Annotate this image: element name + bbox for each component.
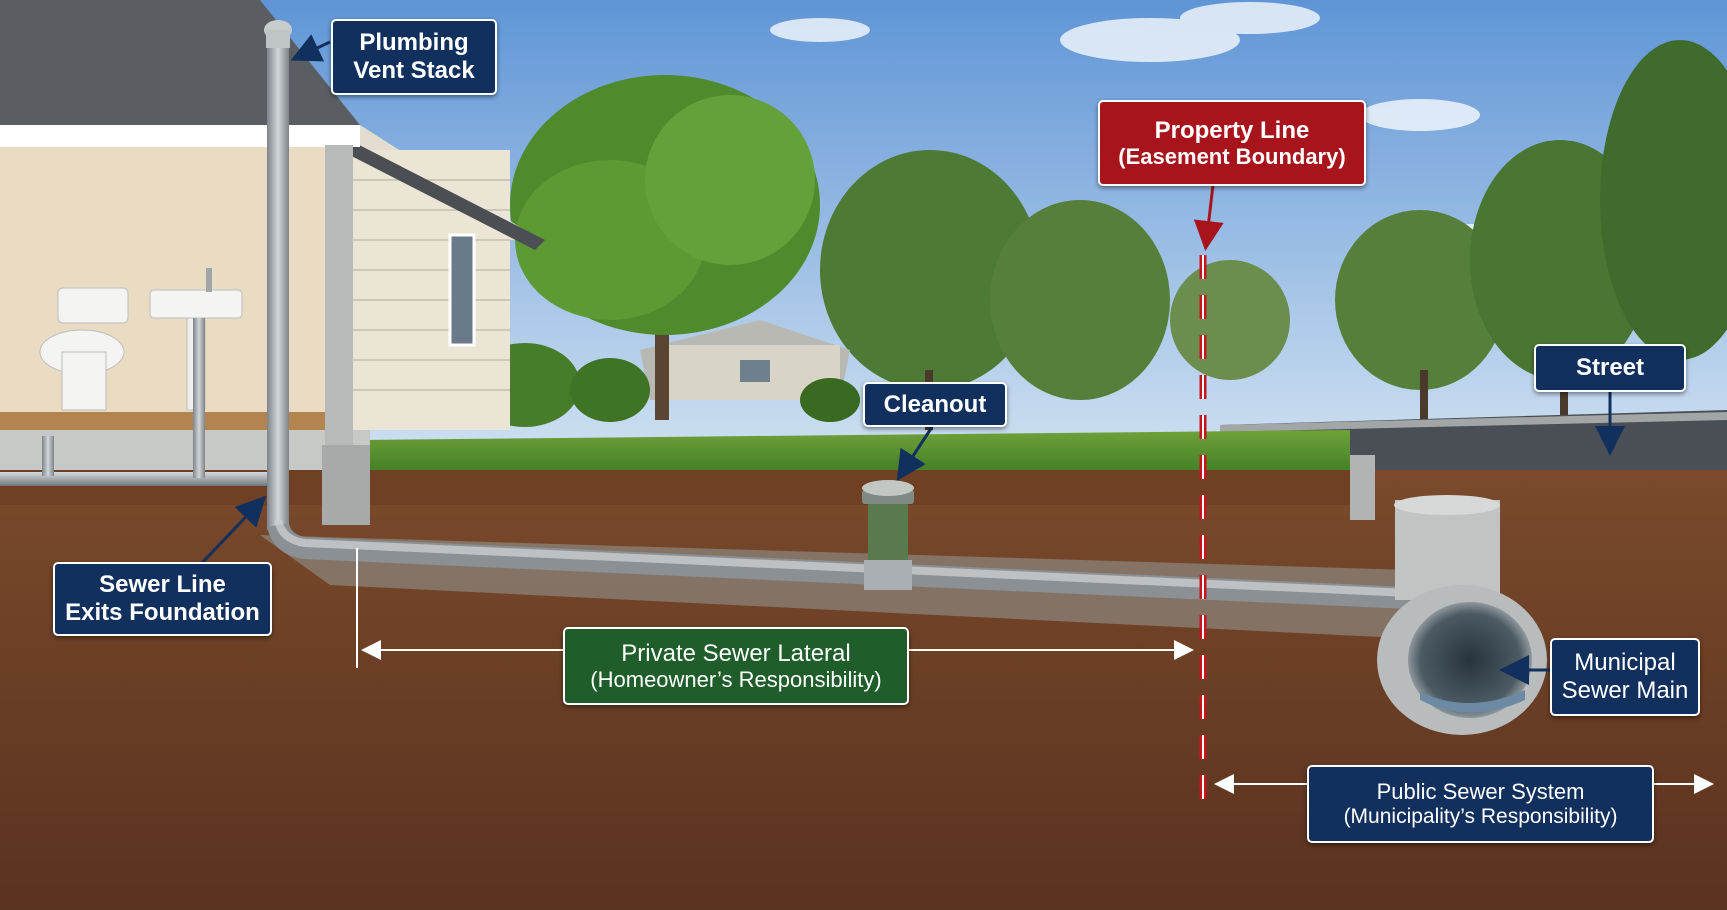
vent-stack-label: Plumbing Vent Stack xyxy=(331,19,497,95)
public-system-label-line2: (Municipality’s Responsibility) xyxy=(1343,804,1618,828)
curb xyxy=(1350,455,1500,600)
municipal-main-label: Municipal Sewer Main xyxy=(1550,638,1700,716)
dimension-lines xyxy=(356,548,1714,794)
public-system-label: Public Sewer System (Municipality’s Resp… xyxy=(1307,765,1654,843)
sewer-exit-label: Sewer Line Exits Foundation xyxy=(53,562,272,636)
public-system-label-line1: Public Sewer System xyxy=(1376,779,1585,805)
yard-tree xyxy=(510,75,820,420)
property-line-label: Property Line (Easement Boundary) xyxy=(1098,100,1366,186)
municipal-main-pipe xyxy=(1377,585,1547,735)
municipal-main-label-line2: Sewer Main xyxy=(1561,677,1689,704)
leader-lines xyxy=(198,34,1625,685)
interior-drain-pipes xyxy=(0,318,270,486)
private-lateral-label: Private Sewer Lateral (Homeowner’s Respo… xyxy=(563,627,909,705)
street-label: Street xyxy=(1534,344,1686,392)
property-line-label-line1: Property Line xyxy=(1154,116,1310,144)
lawn xyxy=(360,430,1350,478)
vent-stack-label-line2: Vent Stack xyxy=(353,57,475,84)
cleanout-label-text: Cleanout xyxy=(883,390,987,418)
private-lateral-label-line2: (Homeowner’s Responsibility) xyxy=(590,667,882,693)
municipal-main-label-line1: Municipal xyxy=(1574,649,1676,677)
street-label-text: Street xyxy=(1575,354,1645,382)
neighbor-house xyxy=(640,320,850,400)
cleanout-riser xyxy=(862,480,914,590)
sewer-exit-label-line2: Exits Foundation xyxy=(65,599,260,626)
vent-stack-label-line1: Plumbing xyxy=(359,29,469,57)
sewer-lateral-pipe xyxy=(267,518,1411,609)
background-trees xyxy=(820,40,1727,430)
sewer-exit-label-line1: Sewer Line xyxy=(99,571,226,599)
cleanout-label: Cleanout xyxy=(863,382,1007,427)
vent-stack-pipe xyxy=(264,20,292,530)
private-lateral-label-line1: Private Sewer Lateral xyxy=(621,639,851,667)
property-line-label-line2: (Easement Boundary) xyxy=(1118,144,1346,170)
